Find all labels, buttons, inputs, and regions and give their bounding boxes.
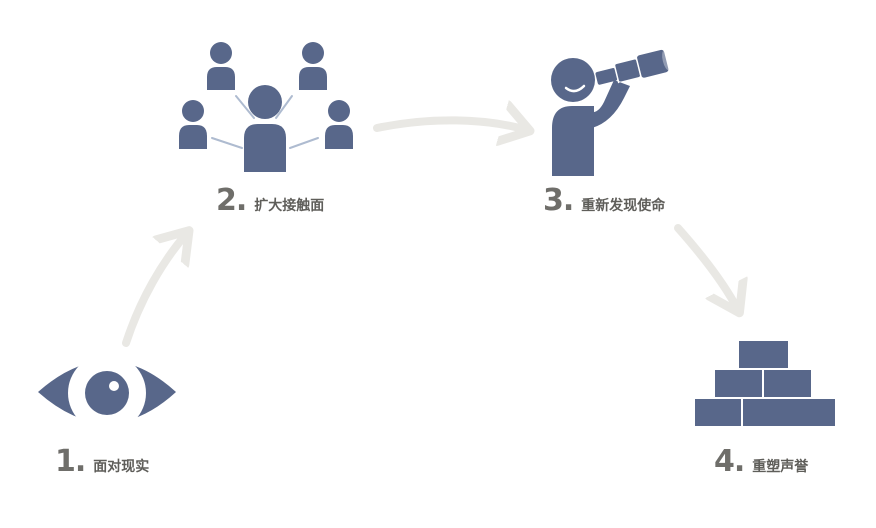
- people-network-icon: [179, 42, 353, 172]
- step-1-text: 面对现实: [93, 459, 150, 475]
- step-4-text: 重塑声誉: [752, 459, 809, 475]
- step-1-number: 1.: [55, 444, 86, 479]
- step-2-text: 扩大接触面: [254, 198, 325, 214]
- eye-icon: [38, 354, 176, 432]
- arrow-step1-to-step2: [122, 233, 187, 347]
- brick-pyramid-icon: [695, 341, 835, 426]
- arrow-step3-to-step4: [674, 224, 738, 310]
- step-2-label: 2. 扩大接触面: [216, 183, 324, 218]
- telescope-person-icon: [551, 49, 671, 176]
- arrow-step2-to-step3: [373, 120, 527, 130]
- step-1-label: 1. 面对现实: [55, 444, 149, 479]
- step-3-text: 重新发现使命: [581, 198, 666, 214]
- step-3-label: 3. 重新发现使命: [543, 183, 665, 218]
- step-4-number: 4.: [714, 444, 745, 479]
- step-2-number: 2.: [216, 183, 247, 218]
- step-3-number: 3.: [543, 183, 574, 218]
- step-4-label: 4. 重塑声誉: [714, 444, 808, 479]
